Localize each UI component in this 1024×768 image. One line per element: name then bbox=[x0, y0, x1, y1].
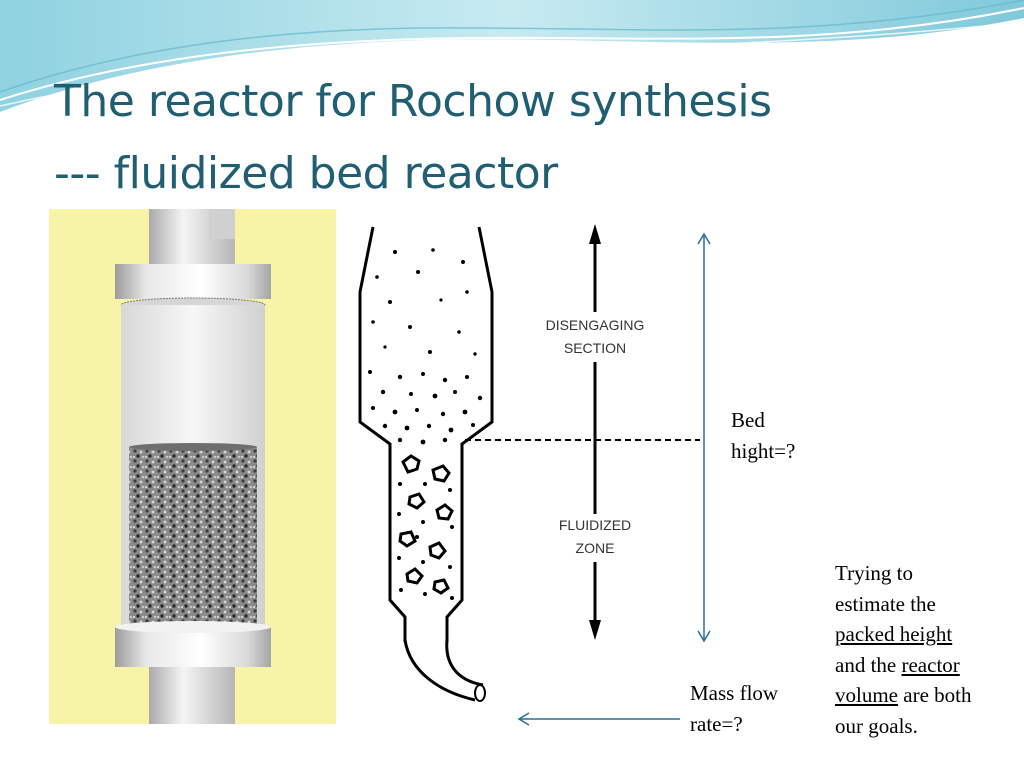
goal-note: Trying to estimate the packed height and… bbox=[835, 558, 971, 741]
fluidized-particles bbox=[398, 454, 454, 595]
reactor-illustration bbox=[49, 209, 336, 724]
fluidized-label-line2: ZONE bbox=[576, 540, 615, 556]
disengaging-label-line1: DISENGAGING bbox=[546, 317, 645, 333]
goal-line1: Trying to bbox=[835, 561, 914, 585]
slide-title: The reactor for Rochow synthesis --- flu… bbox=[54, 66, 772, 210]
header-wave-decoration bbox=[0, 0, 1024, 112]
fluidized-bed-diagram: DISENGAGING SECTION FLUIDIZED ZONE bbox=[358, 224, 700, 702]
goal-packed-height: packed height bbox=[835, 622, 953, 646]
title-line-2: --- fluidized bed reactor bbox=[54, 148, 558, 199]
fluidized-label-line1: FLUIDIZED bbox=[559, 517, 631, 533]
mass-flow-line2: rate=? bbox=[690, 711, 743, 736]
bed-height-note: Bed hight=? bbox=[731, 405, 795, 466]
goal-line2: estimate the bbox=[835, 591, 936, 616]
mass-flow-line1: Mass flow bbox=[690, 681, 779, 705]
disengaging-label-line2: SECTION bbox=[564, 340, 626, 356]
bed-height-line2: hight=? bbox=[731, 438, 796, 463]
goal-line6: our goals. bbox=[835, 713, 918, 738]
goal-reactor: reactor bbox=[901, 652, 960, 677]
disengaging-particles bbox=[368, 248, 483, 445]
goal-line5-suffix: are both bbox=[898, 683, 972, 707]
bed-height-line1: Bed bbox=[731, 408, 765, 432]
goal-line4-prefix: and the bbox=[835, 652, 902, 677]
goal-volume: volume bbox=[835, 683, 898, 707]
title-line-1: The reactor for Rochow synthesis bbox=[54, 76, 772, 127]
mass-flow-note: Mass flow rate=? bbox=[690, 678, 778, 739]
